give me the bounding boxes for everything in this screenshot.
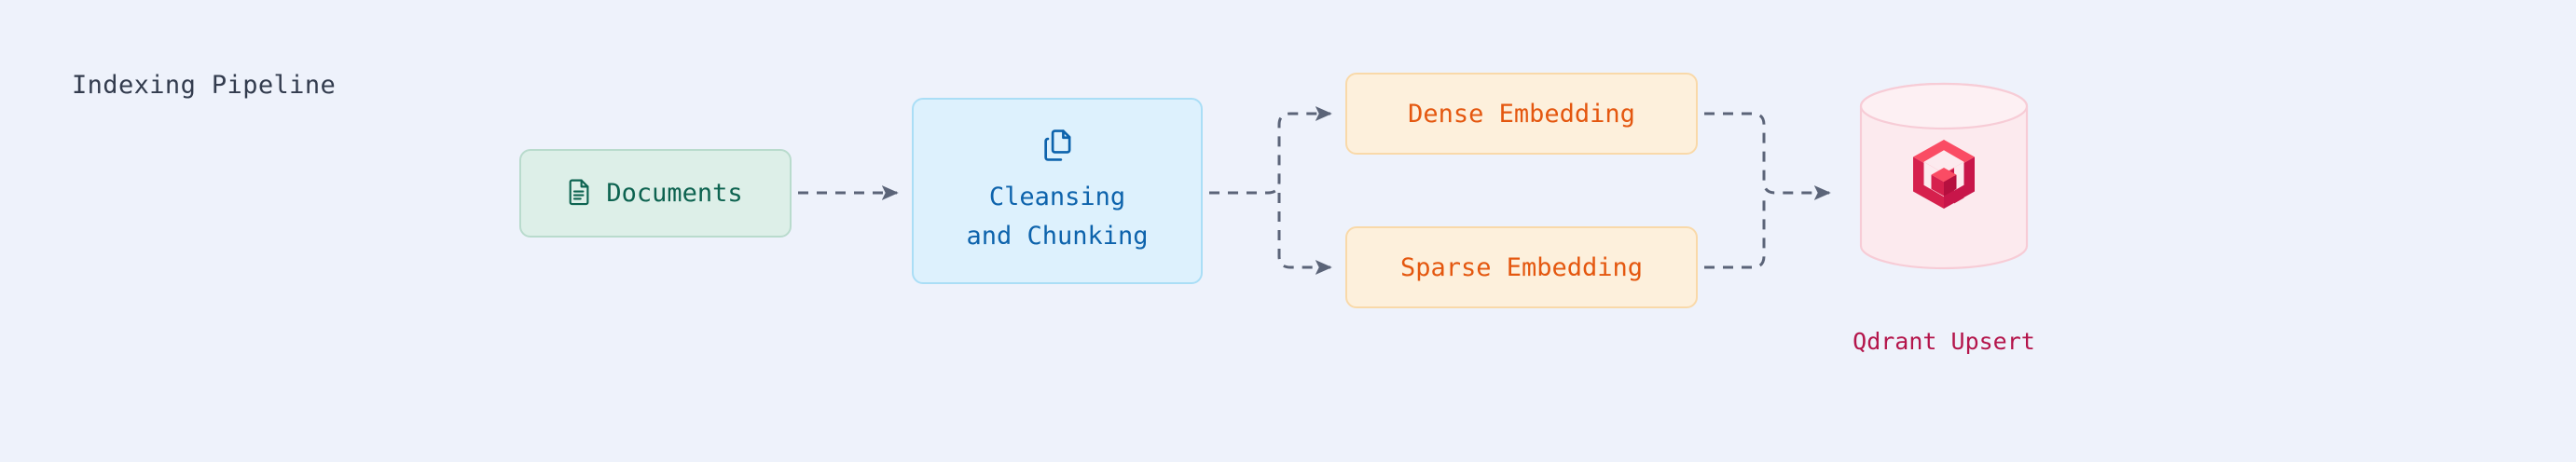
edge-dense-to-qdrant (1704, 112, 1831, 200)
edge-sparse-to-qdrant (1704, 193, 1766, 269)
edge-cleansing-to-dense (1209, 106, 1332, 195)
node-qdrant-database[interactable] (1859, 82, 2029, 270)
node-cleansing-label-line2: and Chunking (966, 222, 1149, 251)
edge-cleansing-to-sparse (1277, 193, 1332, 275)
node-dense-embedding[interactable]: Dense Embedding (1345, 73, 1698, 155)
copy-documents-icon (1041, 129, 1073, 166)
node-cleansing[interactable]: Cleansing and Chunking (912, 98, 1203, 284)
qdrant-upsert-caption: Qdrant Upsert (1853, 328, 2035, 355)
node-documents[interactable]: Documents (519, 149, 792, 238)
node-cleansing-label-line1: Cleansing (988, 183, 1126, 212)
diagram-title: Indexing Pipeline (72, 71, 337, 100)
node-sparse-embedding[interactable]: Sparse Embedding (1345, 226, 1698, 308)
node-sparse-embedding-label: Sparse Embedding (1399, 252, 1644, 282)
node-documents-label: Documents (606, 179, 743, 208)
document-icon (568, 178, 593, 210)
qdrant-logo-icon (1913, 140, 1975, 212)
node-dense-embedding-label: Dense Embedding (1408, 99, 1635, 129)
